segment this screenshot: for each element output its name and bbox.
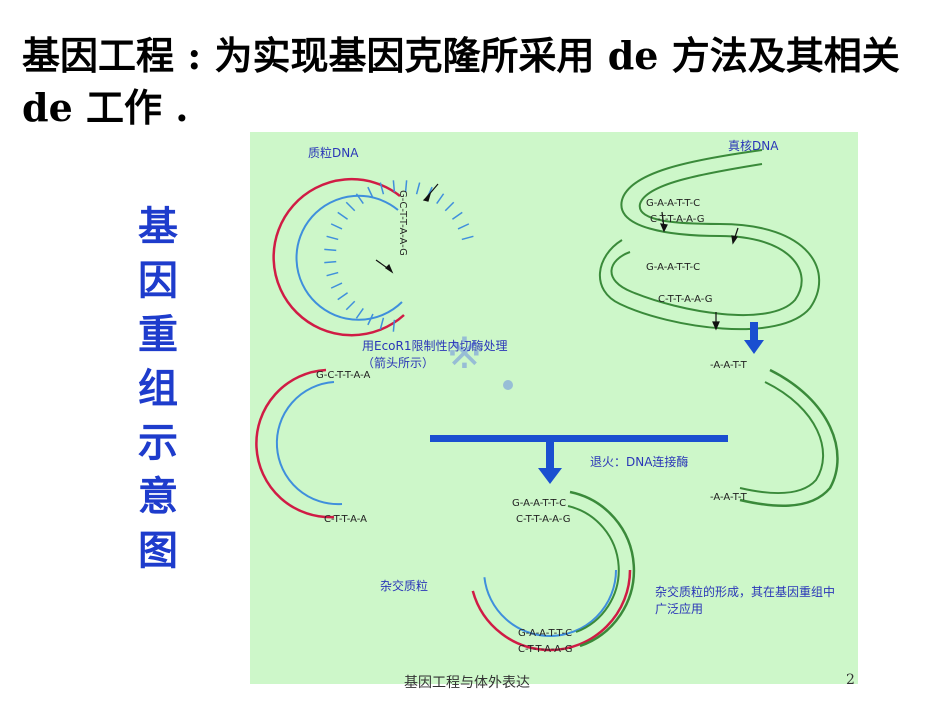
cut-plasmid: [255, 368, 343, 519]
plasmid-rung: [330, 223, 343, 230]
seq-top-right-2: C-T-T-A-A-G: [650, 214, 705, 225]
svg-text:※: ※: [446, 328, 483, 379]
plasmid-rung: [355, 307, 364, 319]
recombination-diagram: ※: [255, 149, 839, 652]
page-number: 2: [846, 672, 855, 688]
plasmid-rung: [415, 182, 421, 195]
seq-plasmid-side: G-C-T-T-A-A-G: [397, 190, 408, 256]
plasmid-rung: [379, 317, 385, 330]
eukaryotic-dna-label: 真核DNA: [728, 139, 779, 153]
plasmid-rung: [451, 211, 463, 220]
plasmid-rung: [324, 260, 337, 264]
seq-top-right-1: G-A-A-T-T-C: [646, 198, 701, 209]
plasmid-rung: [392, 319, 396, 332]
ecori-label: 用EcoR1限制性内切酶处理（箭头所示）: [362, 339, 508, 370]
vertical-title: 基因重组示意图: [128, 200, 188, 578]
cut-arrows: [375, 183, 739, 331]
diagram-panel: ※ 质粒DNA 真核DNA 用EcoR1限制性内切酶处理（箭头所示） 退火：DN…: [250, 132, 858, 684]
plasmid-dna-label: 质粒DNA: [308, 146, 359, 160]
seq-hybrid-bottom2: C-T-T-A-A-G: [518, 644, 573, 655]
plasmid-rung: [345, 300, 356, 311]
seq-hybrid-top: G-A-A-T-T-C: [512, 498, 567, 509]
seq-hybrid-top2: C-T-T-A-A-G: [516, 514, 571, 525]
plasmid-rung: [367, 313, 374, 326]
plasmid-rung: [326, 271, 339, 277]
foreign-fragment: [739, 368, 839, 508]
plasmid-rung: [345, 201, 356, 212]
hybrid-plasmid-label: 杂交质粒: [380, 579, 429, 593]
seq-fragment-top: -A-A-T-T: [710, 360, 747, 371]
hybrid-plasmid: [468, 488, 636, 652]
footer-text: 基因工程与体外表达: [404, 675, 530, 691]
seq-cut-bottom: C-T-T-A-A: [324, 514, 367, 525]
note-label: 杂交质粒的形成，其在基因重组中广泛应用: [655, 585, 836, 616]
plasmid-rung: [404, 180, 408, 193]
vertical-title-text: 基因重组示意图: [138, 203, 178, 574]
plasmid-rung: [355, 193, 364, 205]
seq-hybrid-bottom: G-A-A-T-T-C: [518, 628, 573, 639]
seq-mid-right-2: C-T-T-A-A-G: [658, 294, 713, 305]
seq-fragment-bottom: -A-A-T-T: [710, 492, 747, 503]
plasmid-rung: [436, 193, 445, 205]
plasmid-rung: [337, 211, 349, 220]
seq-mid-right-1: G-A-A-T-T-C: [646, 262, 701, 273]
plasmid-rung: [330, 282, 343, 289]
plasmid-rung: [457, 223, 470, 230]
plasmid-rung: [337, 292, 349, 301]
anneal-label: 退火：DNA连接酶: [590, 455, 689, 469]
seq-cut-top: G-C-T-T-A-A: [316, 370, 371, 381]
plasmid-dna: [272, 177, 474, 337]
plasmid-rung: [326, 235, 339, 241]
watermark-mark: ※: [446, 328, 513, 390]
plasmid-rung: [444, 201, 455, 212]
plasmid-rung: [461, 235, 474, 241]
merge-arrow: [430, 435, 728, 484]
plasmid-rung: [324, 248, 337, 252]
down-arrow-icon: [744, 322, 764, 354]
eukaryotic-dna: [599, 149, 821, 331]
slide-title: 基因工程 : 为实现基因克隆所采用 de 方法及其相关 de 工作 .: [22, 33, 900, 130]
plasmid-rung: [392, 180, 396, 193]
plasmid-rung: [367, 186, 374, 199]
plasmid-rung: [379, 182, 385, 195]
